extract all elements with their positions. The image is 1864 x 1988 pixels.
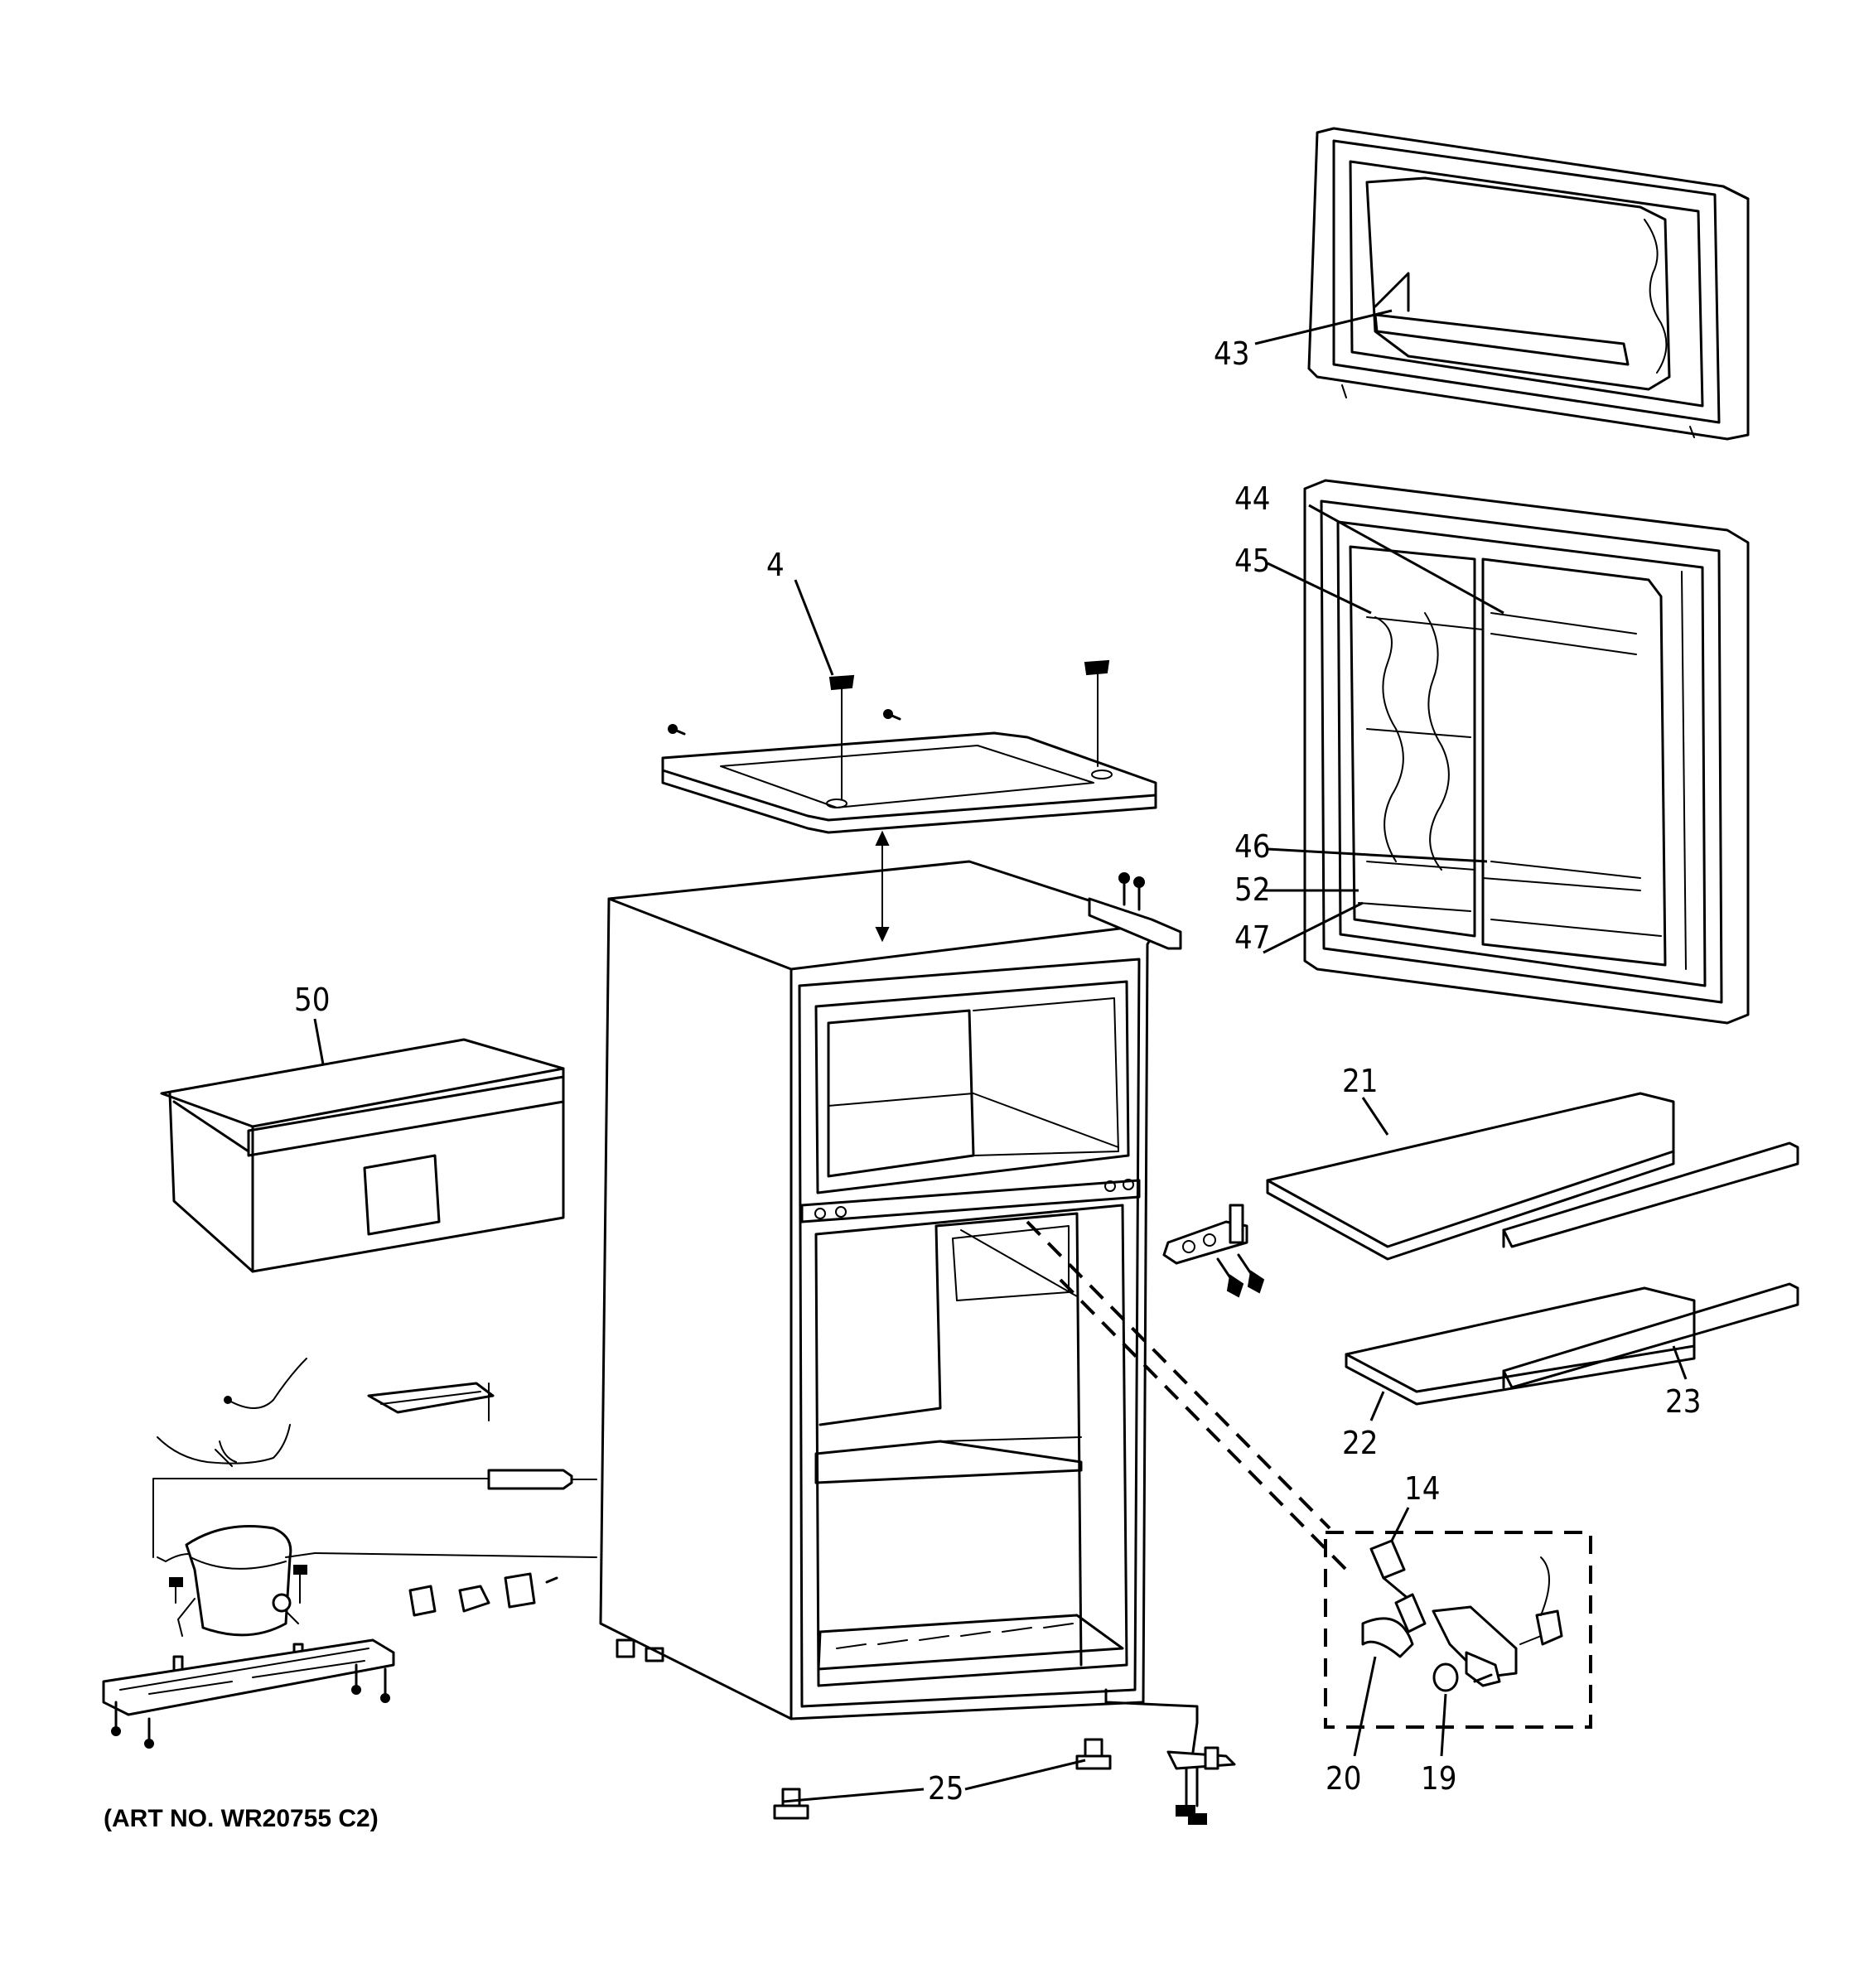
callout-50: 50 xyxy=(294,982,331,1018)
crisper-drawer xyxy=(160,1038,565,1273)
lower-hinge xyxy=(1104,1688,1236,1825)
callout-45: 45 xyxy=(1234,543,1271,579)
wiring-and-relay xyxy=(157,1358,558,1617)
refrigerator-cabinet xyxy=(599,860,1161,1720)
callout-labels: 43 44 45 46 52 47 4 50 21 22 23 14 20 19… xyxy=(294,335,1702,1807)
shelf-22 xyxy=(1345,1282,1799,1406)
upper-hinge xyxy=(1088,872,1182,950)
callout-44: 44 xyxy=(1234,480,1271,517)
callout-22: 22 xyxy=(1342,1425,1379,1461)
freezer-door xyxy=(1307,127,1750,441)
callout-4: 4 xyxy=(766,547,785,583)
top-cover xyxy=(661,659,1157,943)
leader-lines xyxy=(313,309,1688,1803)
light-assembly xyxy=(1026,1220,1592,1729)
callout-25: 25 xyxy=(928,1770,964,1807)
callout-47: 47 xyxy=(1234,919,1271,956)
callout-43: 43 xyxy=(1214,335,1250,372)
center-hinge xyxy=(1162,1204,1265,1298)
callout-19: 19 xyxy=(1421,1760,1457,1797)
callout-52: 52 xyxy=(1234,871,1271,908)
fresh-food-door xyxy=(1303,479,1750,1025)
callout-20: 20 xyxy=(1326,1760,1362,1797)
leveling-legs xyxy=(773,1738,1112,1820)
art-number-caption: (ART NO. WR20755 C2) xyxy=(104,1805,379,1832)
callout-14: 14 xyxy=(1404,1470,1441,1507)
callout-46: 46 xyxy=(1234,828,1271,865)
compressor-assembly xyxy=(102,1469,597,1749)
callout-21: 21 xyxy=(1342,1063,1379,1099)
shelf-21 xyxy=(1266,1092,1799,1261)
callout-23: 23 xyxy=(1665,1383,1702,1420)
